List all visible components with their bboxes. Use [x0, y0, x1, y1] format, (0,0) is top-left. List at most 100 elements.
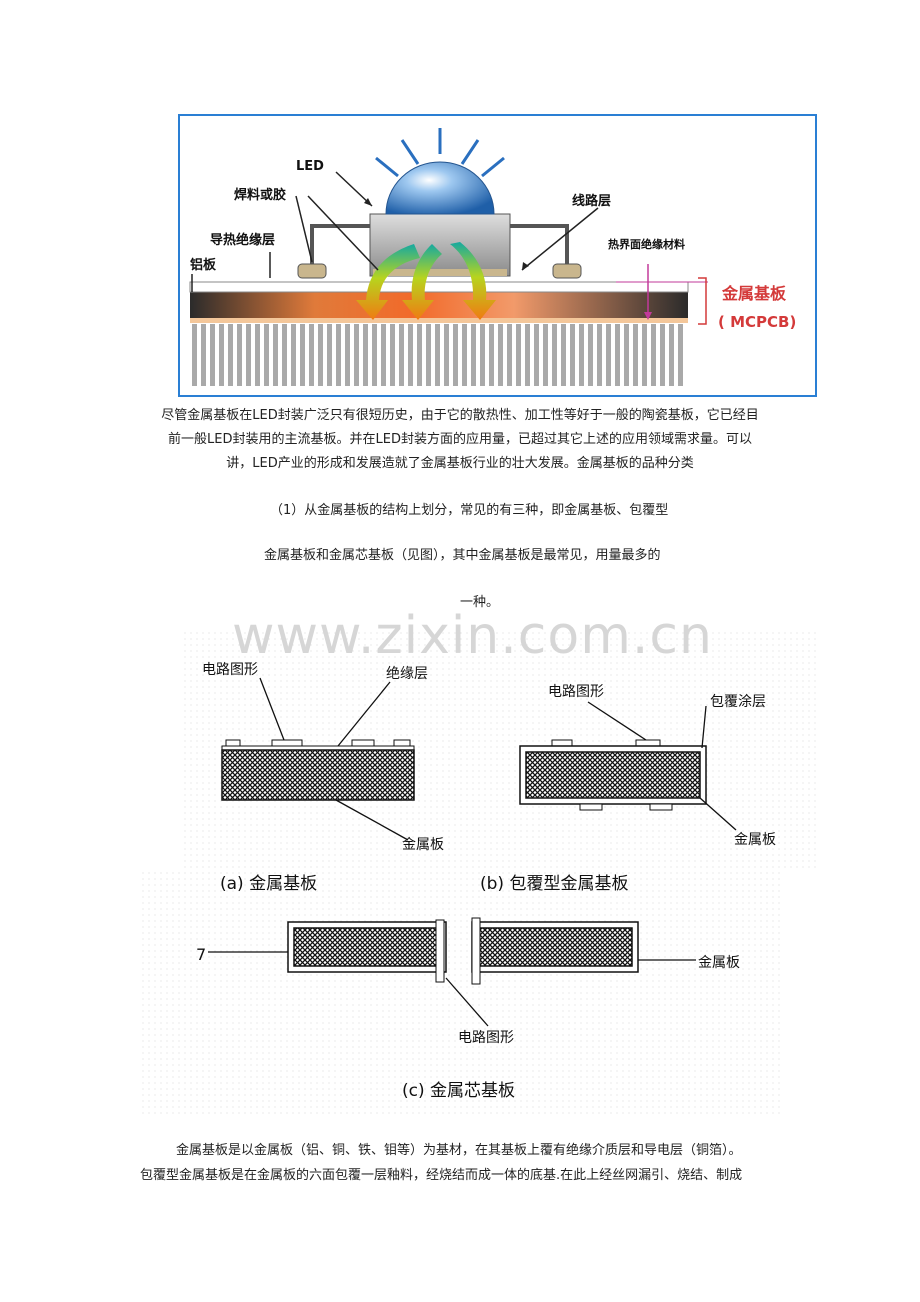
led-mcpcb-diagram: LED 焊料或胶 导热绝缘层 铝板 线路层 热界面绝缘材料 金属基板 ( MCP… [178, 114, 817, 397]
mcpcb-bracket [698, 277, 707, 325]
heat-sink-fin [507, 324, 512, 386]
heat-sink-fin [345, 324, 350, 386]
heat-sink-fin [246, 324, 251, 386]
label-mcpcb-sub: ( MCPCB) [718, 313, 796, 331]
label-led: LED [296, 159, 324, 174]
heat-sink-fin [498, 324, 503, 386]
label-mcpcb-title: 金属基板 [721, 284, 787, 303]
label-thermal-insulation: 导热绝缘层 [210, 232, 275, 248]
heat-sink-fin [561, 324, 566, 386]
paragraph-1-line-2: 前一般LED封装用的主流基板。并在LED封装方面的应用量，已超过其它上述的应用领… [168, 432, 752, 447]
heat-sink-fin [237, 324, 242, 386]
heat-sink-fin [327, 324, 332, 386]
heat-arrows [356, 242, 496, 320]
heat-sink-fin [480, 324, 485, 386]
paragraph-3-line-1: 金属基板是以金属板（铝、铜、铁、钼等）为基材，在其基板上覆有绝缘介质层和导电层（… [176, 1143, 742, 1158]
label-circuit-layer: 线路层 [572, 193, 611, 209]
watermark: www.zixin.com.cn [232, 606, 713, 666]
heat-sink-fins [190, 322, 688, 386]
label-solder: 焊料或胶 [234, 187, 286, 203]
fig-a-caption: (a) 金属基板 [220, 874, 317, 894]
aluminum-plate [190, 292, 688, 318]
heat-sink-fin [354, 324, 359, 386]
heat-sink-fin [417, 324, 422, 386]
heat-sink-fin [462, 324, 467, 386]
fig-b-label-circuit: 电路图形 [548, 684, 604, 700]
heat-sink-fin [552, 324, 557, 386]
fig-c-label-metal: 金属板 [698, 955, 740, 971]
heat-sink-fin [309, 324, 314, 386]
heat-sink-fin [453, 324, 458, 386]
heat-sink-fin [597, 324, 602, 386]
led-dome [385, 161, 495, 215]
heat-sink-fin [273, 324, 278, 386]
heat-sink-fin [399, 324, 404, 386]
lead-right [508, 224, 569, 264]
heat-sink-fin [534, 324, 539, 386]
paragraph-3-line-2: 包覆型金属基板是在金属板的六面包覆一层釉料，经烧结而成一体的底基.在此上经丝网漏… [140, 1168, 743, 1183]
heat-sink-fin [471, 324, 476, 386]
heat-sink-fin [426, 324, 431, 386]
fig-a-label-metal: 金属板 [402, 837, 444, 853]
solder-pad-left [297, 263, 327, 279]
heat-sink-fin [525, 324, 530, 386]
tim-layer [190, 318, 688, 323]
heat-sink-fin [336, 324, 341, 386]
heat-sink-fin [381, 324, 386, 386]
heat-sink-fin [300, 324, 305, 386]
heat-sink-fin [489, 324, 494, 386]
heat-sink-fin [642, 324, 647, 386]
heat-sink-fin [660, 324, 665, 386]
substrate-types-diagram: 电路图形 绝缘层 金属板 (a) 金属基板 电路图形 包覆涂层 金属板 (b) … [140, 630, 820, 1114]
heat-sink-fin [579, 324, 584, 386]
fig-c-label-seven: 7 [196, 945, 206, 964]
heat-sink-fin [633, 324, 638, 386]
label-tim: 热界面绝缘材料 [608, 237, 685, 251]
heat-sink-fin [210, 324, 215, 386]
heat-sink-fin [390, 324, 395, 386]
heat-sink-fin [318, 324, 323, 386]
heat-sink-fin [444, 324, 449, 386]
heat-sink-fin [201, 324, 206, 386]
heat-sink-fin [255, 324, 260, 386]
heat-sink-fin [570, 324, 575, 386]
paragraph-2-line-2: 金属基板和金属芯基板（见图），其中金属基板是最常见，用量最多的 [264, 548, 661, 563]
light-rays [375, 128, 505, 178]
heat-sink-fin [678, 324, 683, 386]
heat-sink-fin [435, 324, 440, 386]
heat-sink-fin [408, 324, 413, 386]
heat-sink-fin [282, 324, 287, 386]
heat-sink-fin [615, 324, 620, 386]
fig-b-label-metal: 金属板 [734, 832, 776, 848]
insulation-layer [189, 281, 689, 293]
label-aluminum: 铝板 [190, 257, 217, 273]
heat-sink-fin [219, 324, 224, 386]
fig-a-label-circuit: 电路图形 [202, 662, 258, 678]
figure-a-metal-substrate [221, 677, 415, 841]
solder-pad-right [552, 263, 582, 279]
fig-b-caption: (b) 包覆型金属基板 [480, 874, 628, 894]
paragraph-2-line-3: 一种。 [460, 595, 500, 610]
figure-c-metal-core-substrate [208, 917, 696, 1027]
chip-solder [373, 269, 507, 276]
fig-b-label-coating: 包覆涂层 [710, 694, 766, 710]
fig-a-label-insulation: 绝缘层 [386, 666, 428, 682]
fig-c-caption: (c) 金属芯基板 [402, 1081, 515, 1101]
callout-lines [191, 171, 708, 318]
heat-sink-fin [516, 324, 521, 386]
heat-sink-fin [228, 324, 233, 386]
paragraph-2-line-1: （1）从金属基板的结构上划分，常见的有三种，即金属基板、包覆型 [270, 503, 669, 518]
heat-sink-fin [192, 324, 197, 386]
heat-sink-fin [651, 324, 656, 386]
heat-sink-fin [291, 324, 296, 386]
heat-sink-fin [543, 324, 548, 386]
heat-sink-fin [588, 324, 593, 386]
figure-b-coated-substrate [519, 701, 737, 831]
heat-sink-fin [624, 324, 629, 386]
lead-left [310, 224, 373, 264]
heat-sink-fin [669, 324, 674, 386]
heat-sink-fin [363, 324, 368, 386]
paragraph-1-line-1: 尽管金属基板在LED封装广泛只有很短历史，由于它的散热性、加工性等好于一般的陶瓷… [161, 408, 759, 423]
heat-sink-fin [606, 324, 611, 386]
paragraph-1-line-3: 讲，LED产业的形成和发展造就了金属基板行业的壮大发展。金属基板的品种分类 [226, 456, 694, 471]
